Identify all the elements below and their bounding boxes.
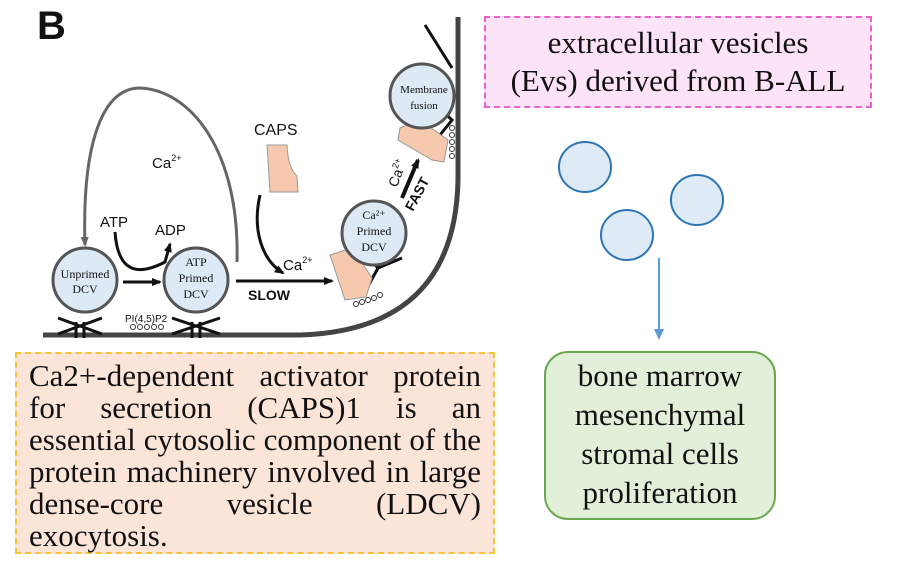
svg-text:Membrane: Membrane — [400, 84, 448, 96]
svg-text:fusion: fusion — [410, 100, 438, 112]
pip2-lipids — [130, 125, 455, 330]
snare-complex-2 — [171, 316, 221, 338]
ca-fast-label: Ca2+ — [384, 157, 410, 189]
evs-line-1: extracellular vesicles — [547, 25, 809, 60]
atp-adp-arrow — [113, 231, 172, 271]
bm-line-1: bone marrow — [577, 358, 743, 393]
extracellular-vesicle-1 — [558, 141, 612, 193]
vesicle-atp-primed: ATP Primed DCV — [162, 246, 230, 314]
svg-text:Primed: Primed — [179, 271, 214, 285]
bm-line-3: stromal cells — [581, 436, 739, 471]
svg-text:DCV: DCV — [72, 282, 98, 296]
svg-text:Ca²⁺: Ca²⁺ — [362, 208, 385, 222]
bmsc-proliferation-box: bone marrow mesenchymal stromal cells pr… — [544, 351, 776, 520]
snare-complex-1 — [57, 316, 103, 338]
vesicle-membrane-fusion: Membrane fusion — [388, 62, 456, 130]
ca-slow-label: Ca2+ — [283, 255, 312, 274]
caps-label: CAPS — [254, 122, 298, 139]
extracellular-vesicle-3 — [600, 209, 654, 261]
svg-text:Primed: Primed — [357, 224, 392, 238]
caps-protein-icon — [266, 144, 299, 193]
evs-line-2: (Evs) derived from B-ALL — [510, 63, 846, 98]
fast-arrow — [400, 158, 420, 199]
adp-label: ADP — [155, 222, 186, 239]
extracellular-vesicle-2 — [670, 174, 724, 226]
bm-line-2: mesenchymal — [574, 397, 746, 432]
ca-recycle-arrow — [80, 86, 239, 263]
caps-description-box: Ca2+-dependent activator protein for sec… — [15, 352, 495, 554]
slow-label: SLOW — [248, 287, 291, 303]
ca-top-label: Ca2+ — [152, 153, 181, 172]
svg-text:DCV: DCV — [361, 240, 387, 254]
bm-line-4: proliferation — [582, 475, 738, 510]
fast-label: FAST — [402, 174, 433, 213]
vesicle-ca-primed: Ca²⁺ Primed DCV — [340, 199, 408, 267]
evs-label-box: extracellular vesicles (Evs) derived fro… — [484, 16, 872, 108]
plasma-membrane — [43, 17, 461, 338]
caps-binding-arrow — [255, 194, 285, 275]
atp-label: ATP — [100, 214, 128, 231]
pip2-label: PI(4,5)P2 — [125, 314, 168, 325]
vesicle-unprimed: Unprimed DCV — [51, 246, 119, 314]
panel-label: B — [37, 4, 66, 48]
caps-description-text: Ca2+-dependent activator protein for sec… — [29, 358, 481, 553]
svg-text:DCV: DCV — [183, 287, 209, 301]
svg-text:ATP: ATP — [185, 255, 207, 269]
svg-text:Unprimed: Unprimed — [61, 267, 110, 281]
